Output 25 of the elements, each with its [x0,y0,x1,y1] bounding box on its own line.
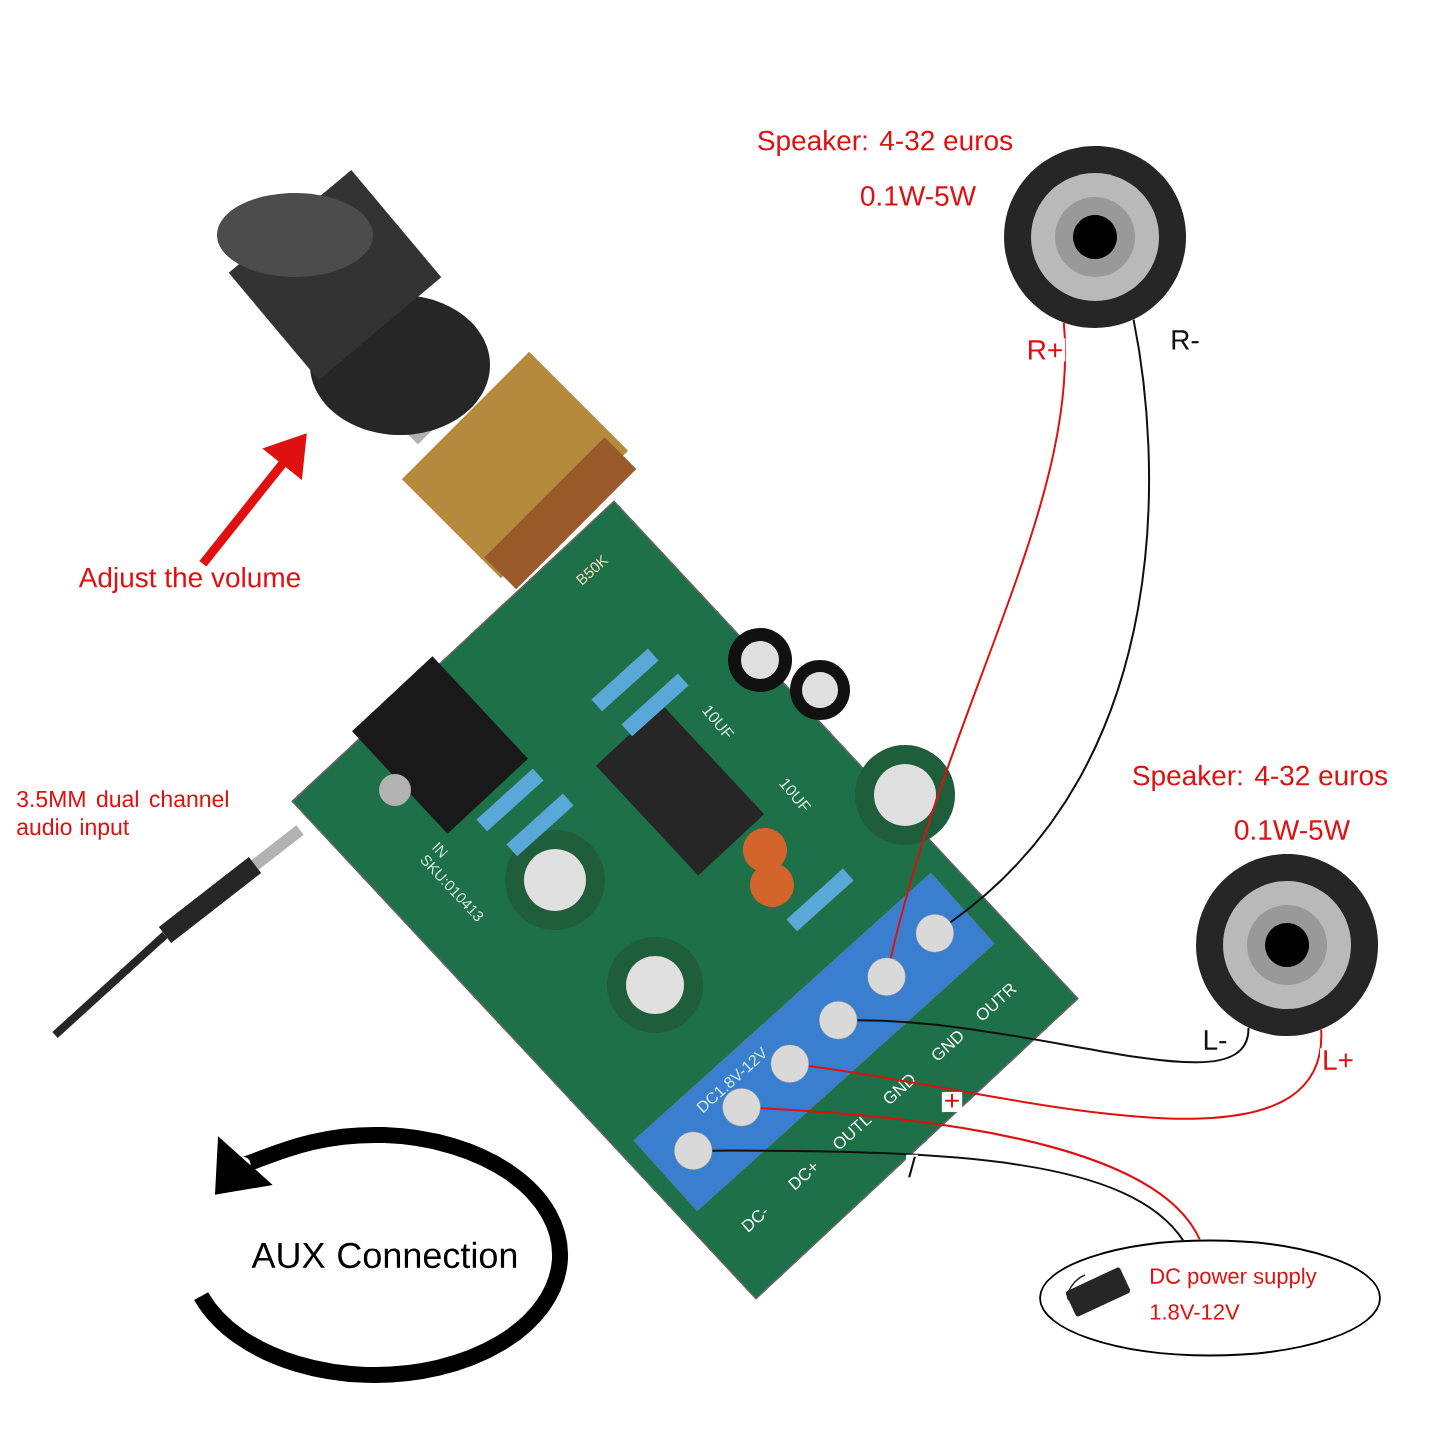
aux-label: AUX Connection [251,1241,517,1269]
wire-label: R- [1168,328,1202,352]
speaker-spec: Speaker: 4-32 euros [1133,764,1388,792]
board-marking: DC- [741,1209,768,1233]
wire-label: L- [1200,1028,1230,1052]
wire-label: / [906,1154,918,1180]
speaker-spec: 0.1W-5W [1235,820,1350,840]
wire-label: R+ [1024,338,1066,362]
speaker-spec: 0.1W-5W [861,186,976,206]
wire [889,321,1066,960]
input-label: 3.5MM dual channel audio input [17,790,228,840]
board-marking: DC+ [787,1163,817,1191]
terminal-screw [819,1001,858,1040]
wire [856,1019,1250,1064]
terminal-screw [915,914,954,953]
wire [759,1107,1201,1241]
wire-label: L+ [1320,1048,1356,1072]
speaker-spec: Speaker: 4-32 euros [758,129,1013,156]
callout-text: Adjust the volume [78,566,300,594]
wire [807,1028,1323,1120]
wire [949,318,1150,924]
terminal-screw [867,957,906,996]
terminal-screw [674,1131,713,1170]
terminal-screw [770,1044,809,1083]
wire [711,1149,1185,1242]
